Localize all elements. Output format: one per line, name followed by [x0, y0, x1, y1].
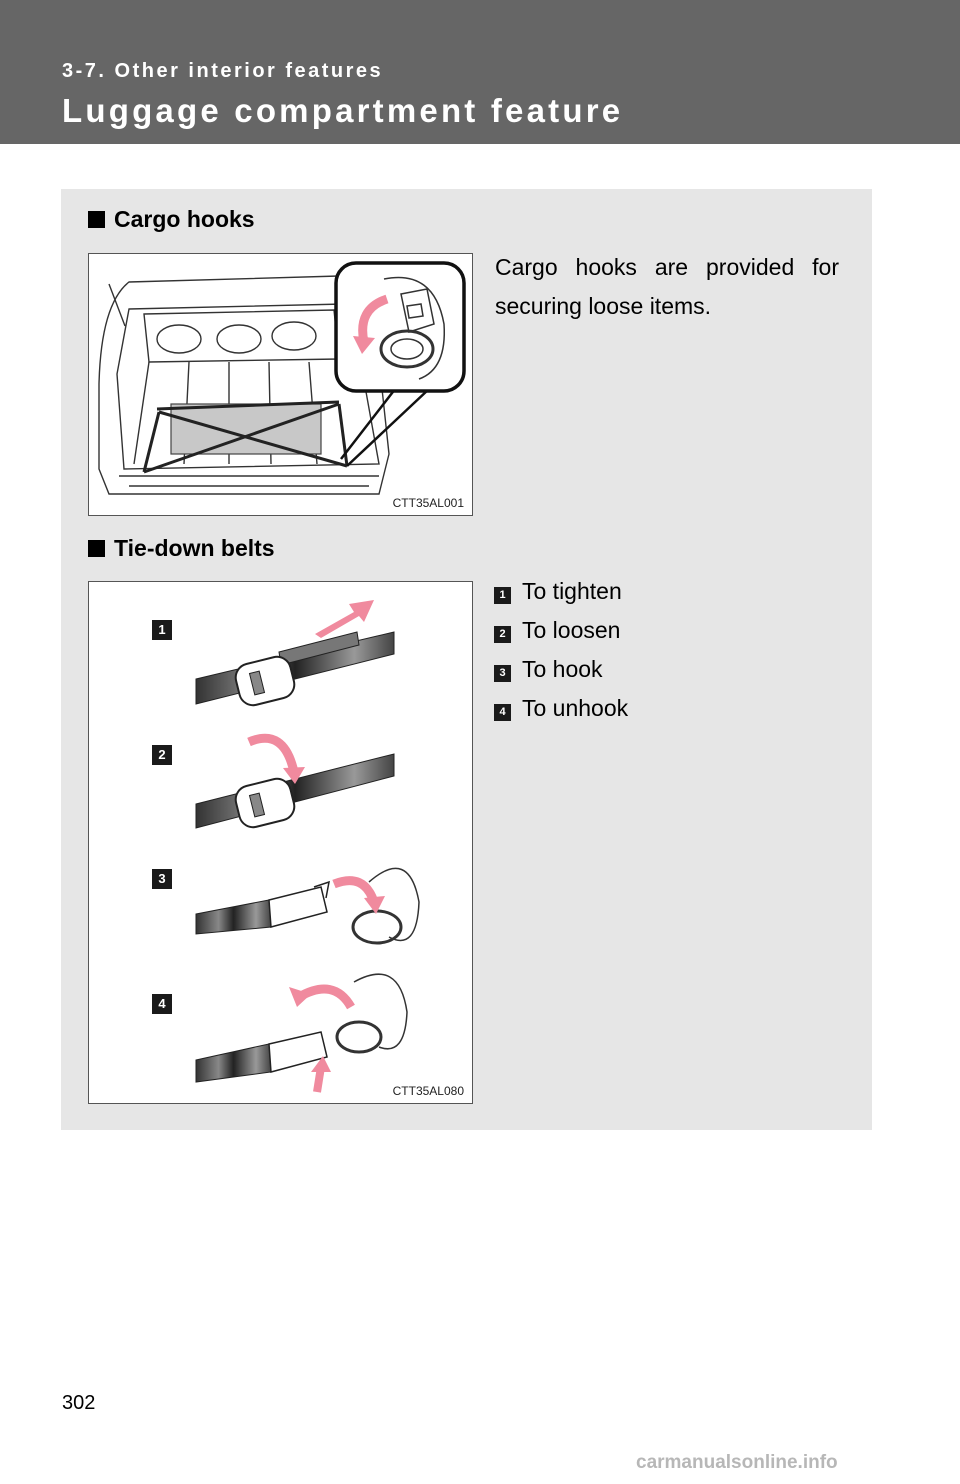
- watermark: carmanualsonline.info: [636, 1452, 838, 1473]
- step-badge-4: 4: [494, 704, 511, 721]
- figure-badge-2: 2: [152, 745, 172, 765]
- step-3: 3 To hook: [494, 654, 603, 684]
- figure-badge-4: 4: [152, 994, 172, 1014]
- step-badge-1: 1: [494, 587, 511, 604]
- step-badge-2: 2: [494, 626, 511, 643]
- tie-down-belt-illustration: [195, 600, 420, 1093]
- square-bullet-icon: [88, 540, 105, 557]
- page-title: Luggage compartment feature: [62, 92, 624, 129]
- tie-down-heading: Tie-down belts: [88, 535, 275, 562]
- header-bar: 3-7. Other interior features Luggage com…: [0, 0, 960, 144]
- figure-code: CTT35AL001: [392, 496, 464, 510]
- step-1: 1 To tighten: [494, 576, 622, 606]
- figure-code: CTT35AL080: [392, 1084, 464, 1098]
- step-label: To loosen: [522, 617, 621, 643]
- step-2: 2 To loosen: [494, 615, 620, 645]
- step-label: To unhook: [522, 695, 629, 721]
- cargo-hooks-description: Cargo hooks are provided for securing lo…: [495, 254, 839, 319]
- section-label: 3-7. Other interior features: [62, 60, 384, 82]
- step-badge-3: 3: [494, 665, 511, 682]
- figure-badge-1: 1: [152, 620, 172, 640]
- cargo-hooks-heading: Cargo hooks: [88, 206, 255, 233]
- step-4: 4 To unhook: [494, 693, 628, 723]
- page-number: 302: [62, 1392, 96, 1414]
- square-bullet-icon: [88, 211, 105, 228]
- cargo-hooks-figure: CTT35AL001: [88, 253, 473, 516]
- tie-down-heading-text: Tie-down belts: [114, 535, 275, 561]
- step-label: To hook: [522, 656, 603, 682]
- tie-down-figure: 1 2 3 4: [88, 581, 473, 1104]
- cargo-hooks-heading-text: Cargo hooks: [114, 206, 255, 232]
- luggage-compartment-illustration: [98, 261, 466, 495]
- figure-badge-3: 3: [152, 869, 172, 889]
- step-label: To tighten: [522, 578, 622, 604]
